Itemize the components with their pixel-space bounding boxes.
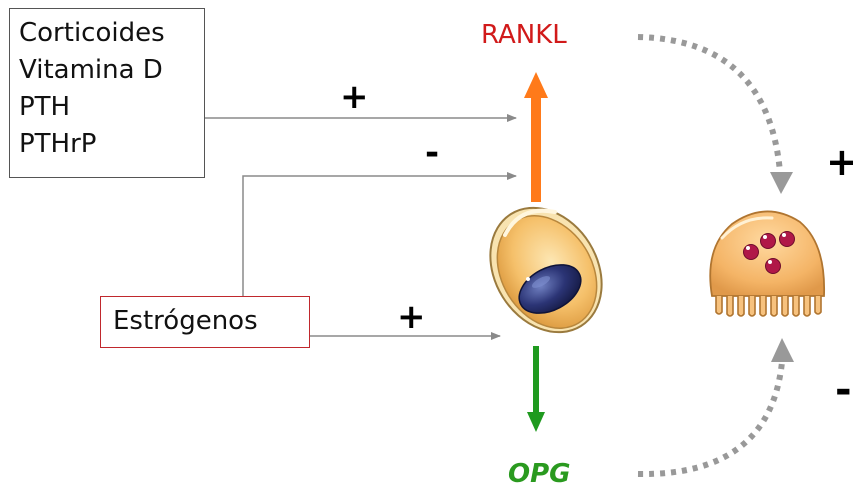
rankl-dotted-arrow <box>637 34 793 194</box>
rankl-osteoclast-sign: + <box>826 140 853 184</box>
estrogen-box: Estrógenos <box>100 296 310 348</box>
osteoclast-nuclei <box>743 231 795 274</box>
opg-arrow <box>527 346 545 432</box>
estrogen-upper-sign: - <box>425 133 440 173</box>
opg-dotted-arrow <box>637 338 794 478</box>
estrogen-lower-sign: + <box>397 297 426 337</box>
osteoblast-nucleus <box>518 264 582 314</box>
hormone-item: Vitamina D <box>19 55 163 85</box>
rankl-label: RANKL <box>481 20 567 50</box>
osteoclast-cell <box>709 210 826 317</box>
osteoblast-cell <box>489 206 603 334</box>
estrogen-upper-connector <box>242 172 517 296</box>
opg-label: OPG <box>508 459 571 489</box>
opg-osteoclast-sign: - <box>835 367 852 413</box>
hormone-item: PTHrP <box>19 129 97 159</box>
hormone-list-box: Corticoides Vitamina D PTH PTHrP <box>9 8 205 178</box>
hormones-effect-sign: + <box>340 77 369 117</box>
rankl-arrow <box>524 72 548 202</box>
hormone-item: Corticoides <box>19 18 165 48</box>
hormone-item: PTH <box>19 92 71 122</box>
